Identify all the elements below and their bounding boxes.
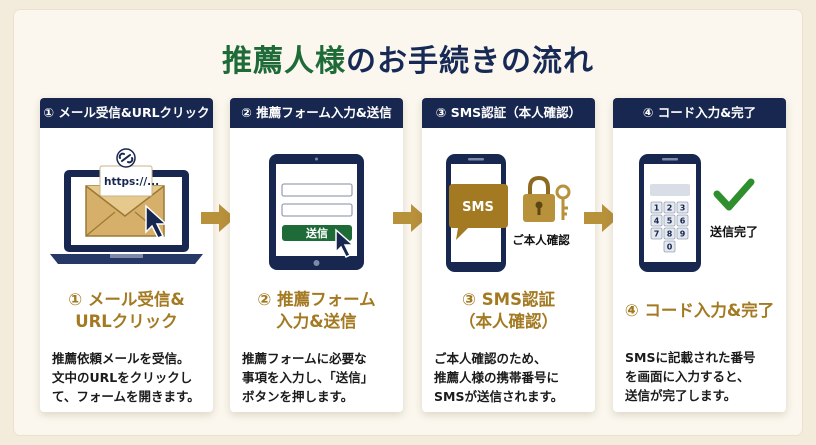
keypad-key-label: 5 <box>667 217 673 226</box>
arrow-right-icon <box>584 204 618 232</box>
step-1-title: ① メール受信& URLクリック <box>68 290 185 331</box>
step-3-title: ③ SMS認証 （本人確認） <box>459 290 558 331</box>
step-3-description: ご本人確認のため、 推薦人様の携帯番号に SMSが送信されます。 <box>434 351 564 404</box>
keypad-key <box>650 227 663 240</box>
step-2-header: ② 推薦フォーム入力&送信 <box>230 98 403 128</box>
keypad-key <box>676 227 689 240</box>
svg-text:送信: 送信 <box>305 226 328 240</box>
step-4-title: ④ コード入力&完了 <box>624 301 775 320</box>
keypad-key <box>663 227 676 240</box>
step-1-description: 推薦依頼メールを受信。 文中のURLをクリックし て、フォームを開きます。 <box>52 351 200 404</box>
key-icon <box>555 184 571 220</box>
keypad-key <box>650 201 663 214</box>
step-2-illustration: 送信 <box>230 128 403 286</box>
form-field-1 <box>281 183 353 197</box>
step-1-illustration: https://... <box>40 128 213 286</box>
keypad-key-label: 9 <box>680 230 686 239</box>
link-icon <box>116 148 136 168</box>
keypad-key <box>663 201 676 214</box>
step-card-1: ① メール受信&URLクリック https://... <box>40 98 213 412</box>
svg-text:ご本人確認: ご本人確認 <box>512 233 570 247</box>
keypad-key-label: 0 <box>667 243 673 252</box>
step-card-3: ③ SMS認証（本人確認） SMS ご本人確認 <box>422 98 595 412</box>
send-button <box>282 225 352 241</box>
keypad-key-label: 8 <box>667 230 673 239</box>
step-2-description: 推薦フォームに必要な 事項を入力し、「送信」 ボタンを押します。 <box>242 351 374 404</box>
checkmark-icon <box>713 178 755 211</box>
step-card-2: ② 推薦フォーム入力&送信 送信 ② 推薦フォーム 入力&送信 推薦フォームに必… <box>230 98 403 412</box>
keypad-key <box>676 201 689 214</box>
step-2-title: ② 推薦フォーム 入力&送信 <box>257 290 376 331</box>
step-3-header: ③ SMS認証（本人確認） <box>422 98 595 128</box>
keypad-key-label: 6 <box>680 217 686 226</box>
step-4-description: SMSに記載された番号 を画面に入力すると、 送信が完了します。 <box>625 350 756 403</box>
cursor-icon <box>145 204 168 239</box>
form-field-2 <box>281 203 353 217</box>
lock-icon <box>523 175 555 222</box>
arrow-right-icon <box>393 204 427 232</box>
step-4-header: ④ コード入力&完了 <box>613 98 786 128</box>
url-text: https://... <box>104 176 159 188</box>
keypad-key-label: 3 <box>680 204 686 213</box>
step-1-header: ① メール受信&URLクリック <box>40 98 213 128</box>
step-3-illustration: SMS ご本人確認 <box>422 128 595 286</box>
arrow-right-icon <box>201 204 235 232</box>
keypad-key <box>650 214 663 227</box>
keypad-key <box>663 240 676 253</box>
keypad-key-label: 1 <box>654 204 660 213</box>
keypad-key <box>663 214 676 227</box>
page-title: 推薦人様のお手続きの流れ <box>222 44 594 79</box>
keypad-key-label: 4 <box>654 217 660 226</box>
keypad-key <box>676 214 689 227</box>
cursor-icon <box>335 228 355 259</box>
svg-text:SMS: SMS <box>462 200 494 215</box>
keypad-key-label: 2 <box>667 204 673 213</box>
svg-text:送信完了: 送信完了 <box>709 224 758 239</box>
keypad-key-label: 7 <box>654 230 660 239</box>
sms-bubble-icon <box>449 184 508 240</box>
